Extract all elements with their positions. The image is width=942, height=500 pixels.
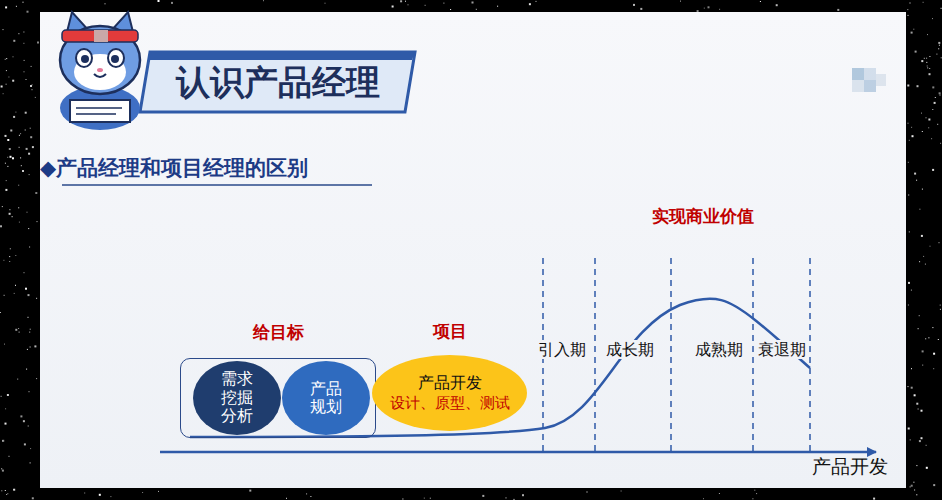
- value-heading: 实现商业价值: [652, 206, 754, 226]
- subtitle: ◆产品经理和项目经理的区别: [40, 156, 308, 181]
- goal-group-box: 给目标需求挖掘分析产品规划: [180, 358, 376, 438]
- group-heading: 给目标: [181, 321, 375, 344]
- demand-circle: 需求挖掘分析: [193, 361, 281, 435]
- stage-label: 引入期: [538, 340, 586, 359]
- title-banner: [140, 52, 415, 112]
- stage-label: 成熟期: [695, 340, 743, 359]
- axis-label: 产品开发: [812, 455, 888, 478]
- stage-label: 衰退期: [758, 340, 806, 359]
- lifecycle-curve: [190, 299, 810, 437]
- project-detail: 设计、原型、测试: [390, 394, 510, 414]
- stage-label: 成长期: [606, 340, 654, 359]
- subtitle-underline: [62, 184, 372, 186]
- planning-circle: 产品规划: [282, 361, 370, 435]
- circle-text: 产品规划: [309, 380, 343, 417]
- blurred-logo: [852, 68, 886, 92]
- project-heading: 项目: [372, 320, 527, 343]
- slide-title: 认识产品经理: [148, 57, 408, 109]
- time-axis: [160, 451, 876, 454]
- project-ellipse: 项目产品开发设计、原型、测试: [372, 355, 527, 431]
- circle-text: 需求挖掘分析: [220, 370, 254, 425]
- banner-stripe: [148, 52, 415, 60]
- project-title: 产品开发: [418, 373, 482, 394]
- cat-mascot: [60, 12, 140, 130]
